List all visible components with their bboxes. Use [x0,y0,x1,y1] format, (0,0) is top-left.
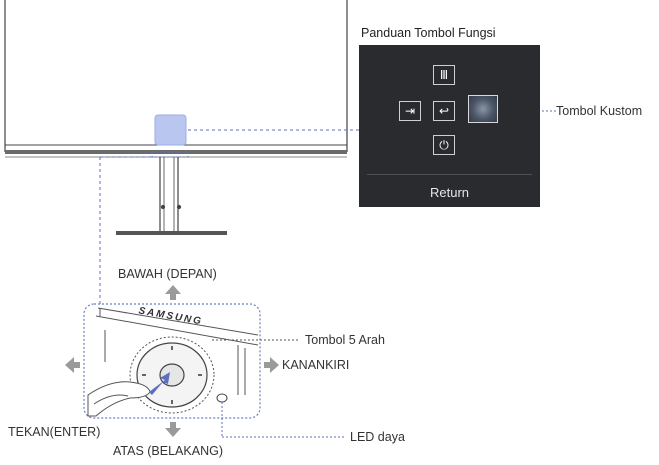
label-five-way: Tombol 5 Arah [305,333,385,347]
label-custom-key: Tombol Kustom [556,104,643,118]
controller-location-marker [151,151,189,158]
highlight-square [154,114,187,146]
source-input-button[interactable]: ⇥ [399,101,421,121]
menu-button[interactable]: Ⅲ [433,65,455,85]
label-up-back: ATAS (BELAKANG) [113,444,223,458]
return-label: Return [429,185,470,200]
closeup-monitor-edge [95,307,259,395]
label-press-enter: TEKAN(ENTER) [8,425,101,439]
custom-key-button[interactable] [468,95,498,123]
menu-icon: Ⅲ [439,68,449,82]
label-right-left: KANANKIRI [282,358,350,372]
return-arrow-icon: ↩ [438,104,450,118]
panel-divider [367,174,532,175]
direction-arrows [65,285,279,437]
label-down-front: BAWAH (DEPAN) [118,267,217,281]
function-key-guide-panel: Ⅲ ⇥ ↩ ⏻ Return [359,45,540,207]
monitor-stand [116,157,227,235]
press-arrow [149,372,170,395]
power-icon: ⏻ [439,138,449,152]
panel-title: Panduan Tombol Fungsi [361,26,496,40]
label-power-led: LED daya [350,430,405,444]
source-input-icon: ⇥ [404,104,416,118]
power-button[interactable]: ⏻ [433,135,455,155]
return-button[interactable]: ↩ [433,101,455,121]
power-led [216,393,228,403]
